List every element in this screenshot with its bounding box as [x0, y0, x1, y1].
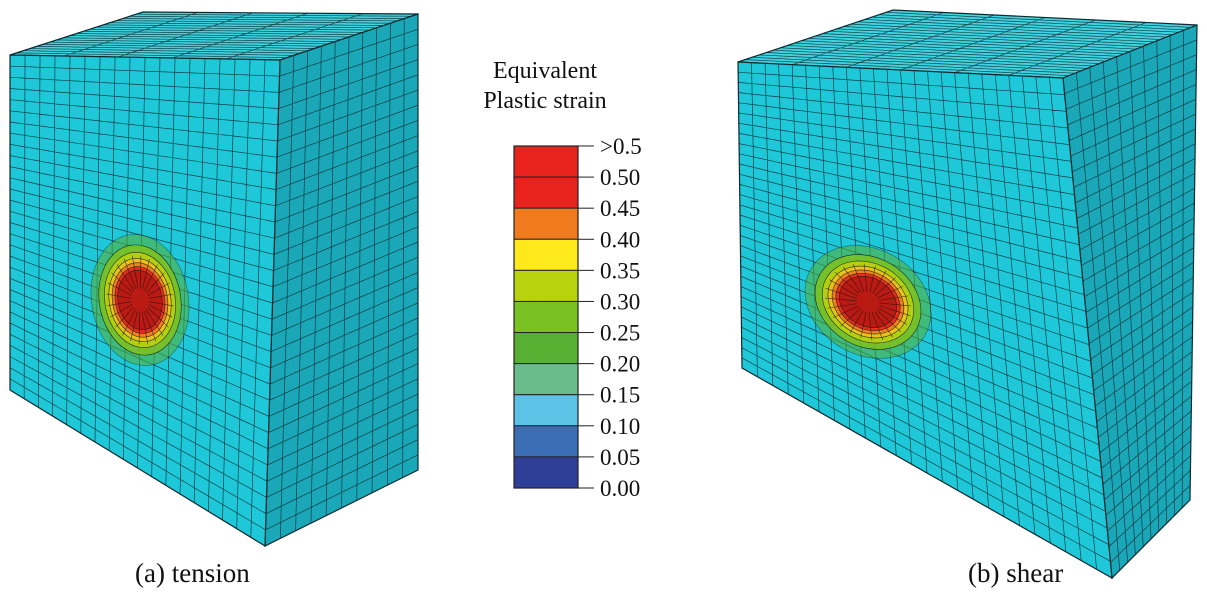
shear-side-face-gridlines	[1064, 30, 1197, 571]
legend-title-line1: Equivalent	[493, 58, 597, 84]
legend-swatch	[513, 207, 579, 240]
legend-tick-label: 0.25	[600, 321, 640, 346]
tension-hole	[90, 234, 190, 366]
legend-tick-label: 0.10	[600, 414, 640, 439]
legend-swatch	[513, 456, 579, 489]
legend-tick-label: 0.40	[600, 227, 640, 252]
shear-mesh-block	[737, 9, 1198, 580]
legend-swatch	[513, 394, 579, 427]
legend-swatch	[513, 145, 579, 178]
legend-swatch	[513, 238, 579, 271]
legend-tick-label: 0.00	[600, 476, 640, 501]
legend-tick-label: 0.15	[600, 383, 640, 408]
legend-title-line2: Plastic strain	[483, 88, 607, 114]
tension-mesh-block	[9, 11, 419, 548]
legend-swatch	[513, 425, 579, 458]
tension-side-face-gridlines	[265, 18, 419, 539]
legend-swatch	[513, 332, 579, 365]
legend-ticks: >0.5 0.50 0.45 0.40 0.35 0.30 0.25 0.20 0.15 0.10…	[578, 134, 642, 501]
tension-top-face-gridlines	[16, 12, 412, 60]
legend-tick-label: >0.5	[600, 134, 642, 159]
legend-tick-label: 0.30	[600, 289, 640, 314]
legend-tick-label: 0.50	[600, 165, 640, 190]
legend-tick-label: 0.35	[600, 258, 640, 283]
hole-mesh-lines	[106, 255, 174, 345]
legend-swatch	[513, 300, 579, 334]
legend-swatch	[513, 269, 579, 302]
legend-swatch	[513, 176, 579, 209]
legend-swatch	[513, 363, 579, 396]
shear-hole	[804, 245, 932, 359]
caption-tension: (a) tension	[135, 558, 250, 588]
shear-top-face-gridlines	[744, 12, 1191, 76]
caption-shear: (b) shear	[968, 558, 1064, 588]
legend-tick-label: 0.20	[600, 352, 640, 377]
legend-title: Equivalent Plastic strain	[445, 56, 645, 116]
legend-bar-border	[513, 145, 579, 489]
hole-mesh-lines	[825, 263, 911, 341]
legend-tick-label: 0.45	[600, 196, 640, 221]
legend-tick-label: 0.05	[600, 445, 640, 470]
legend-color-bar	[513, 145, 579, 489]
